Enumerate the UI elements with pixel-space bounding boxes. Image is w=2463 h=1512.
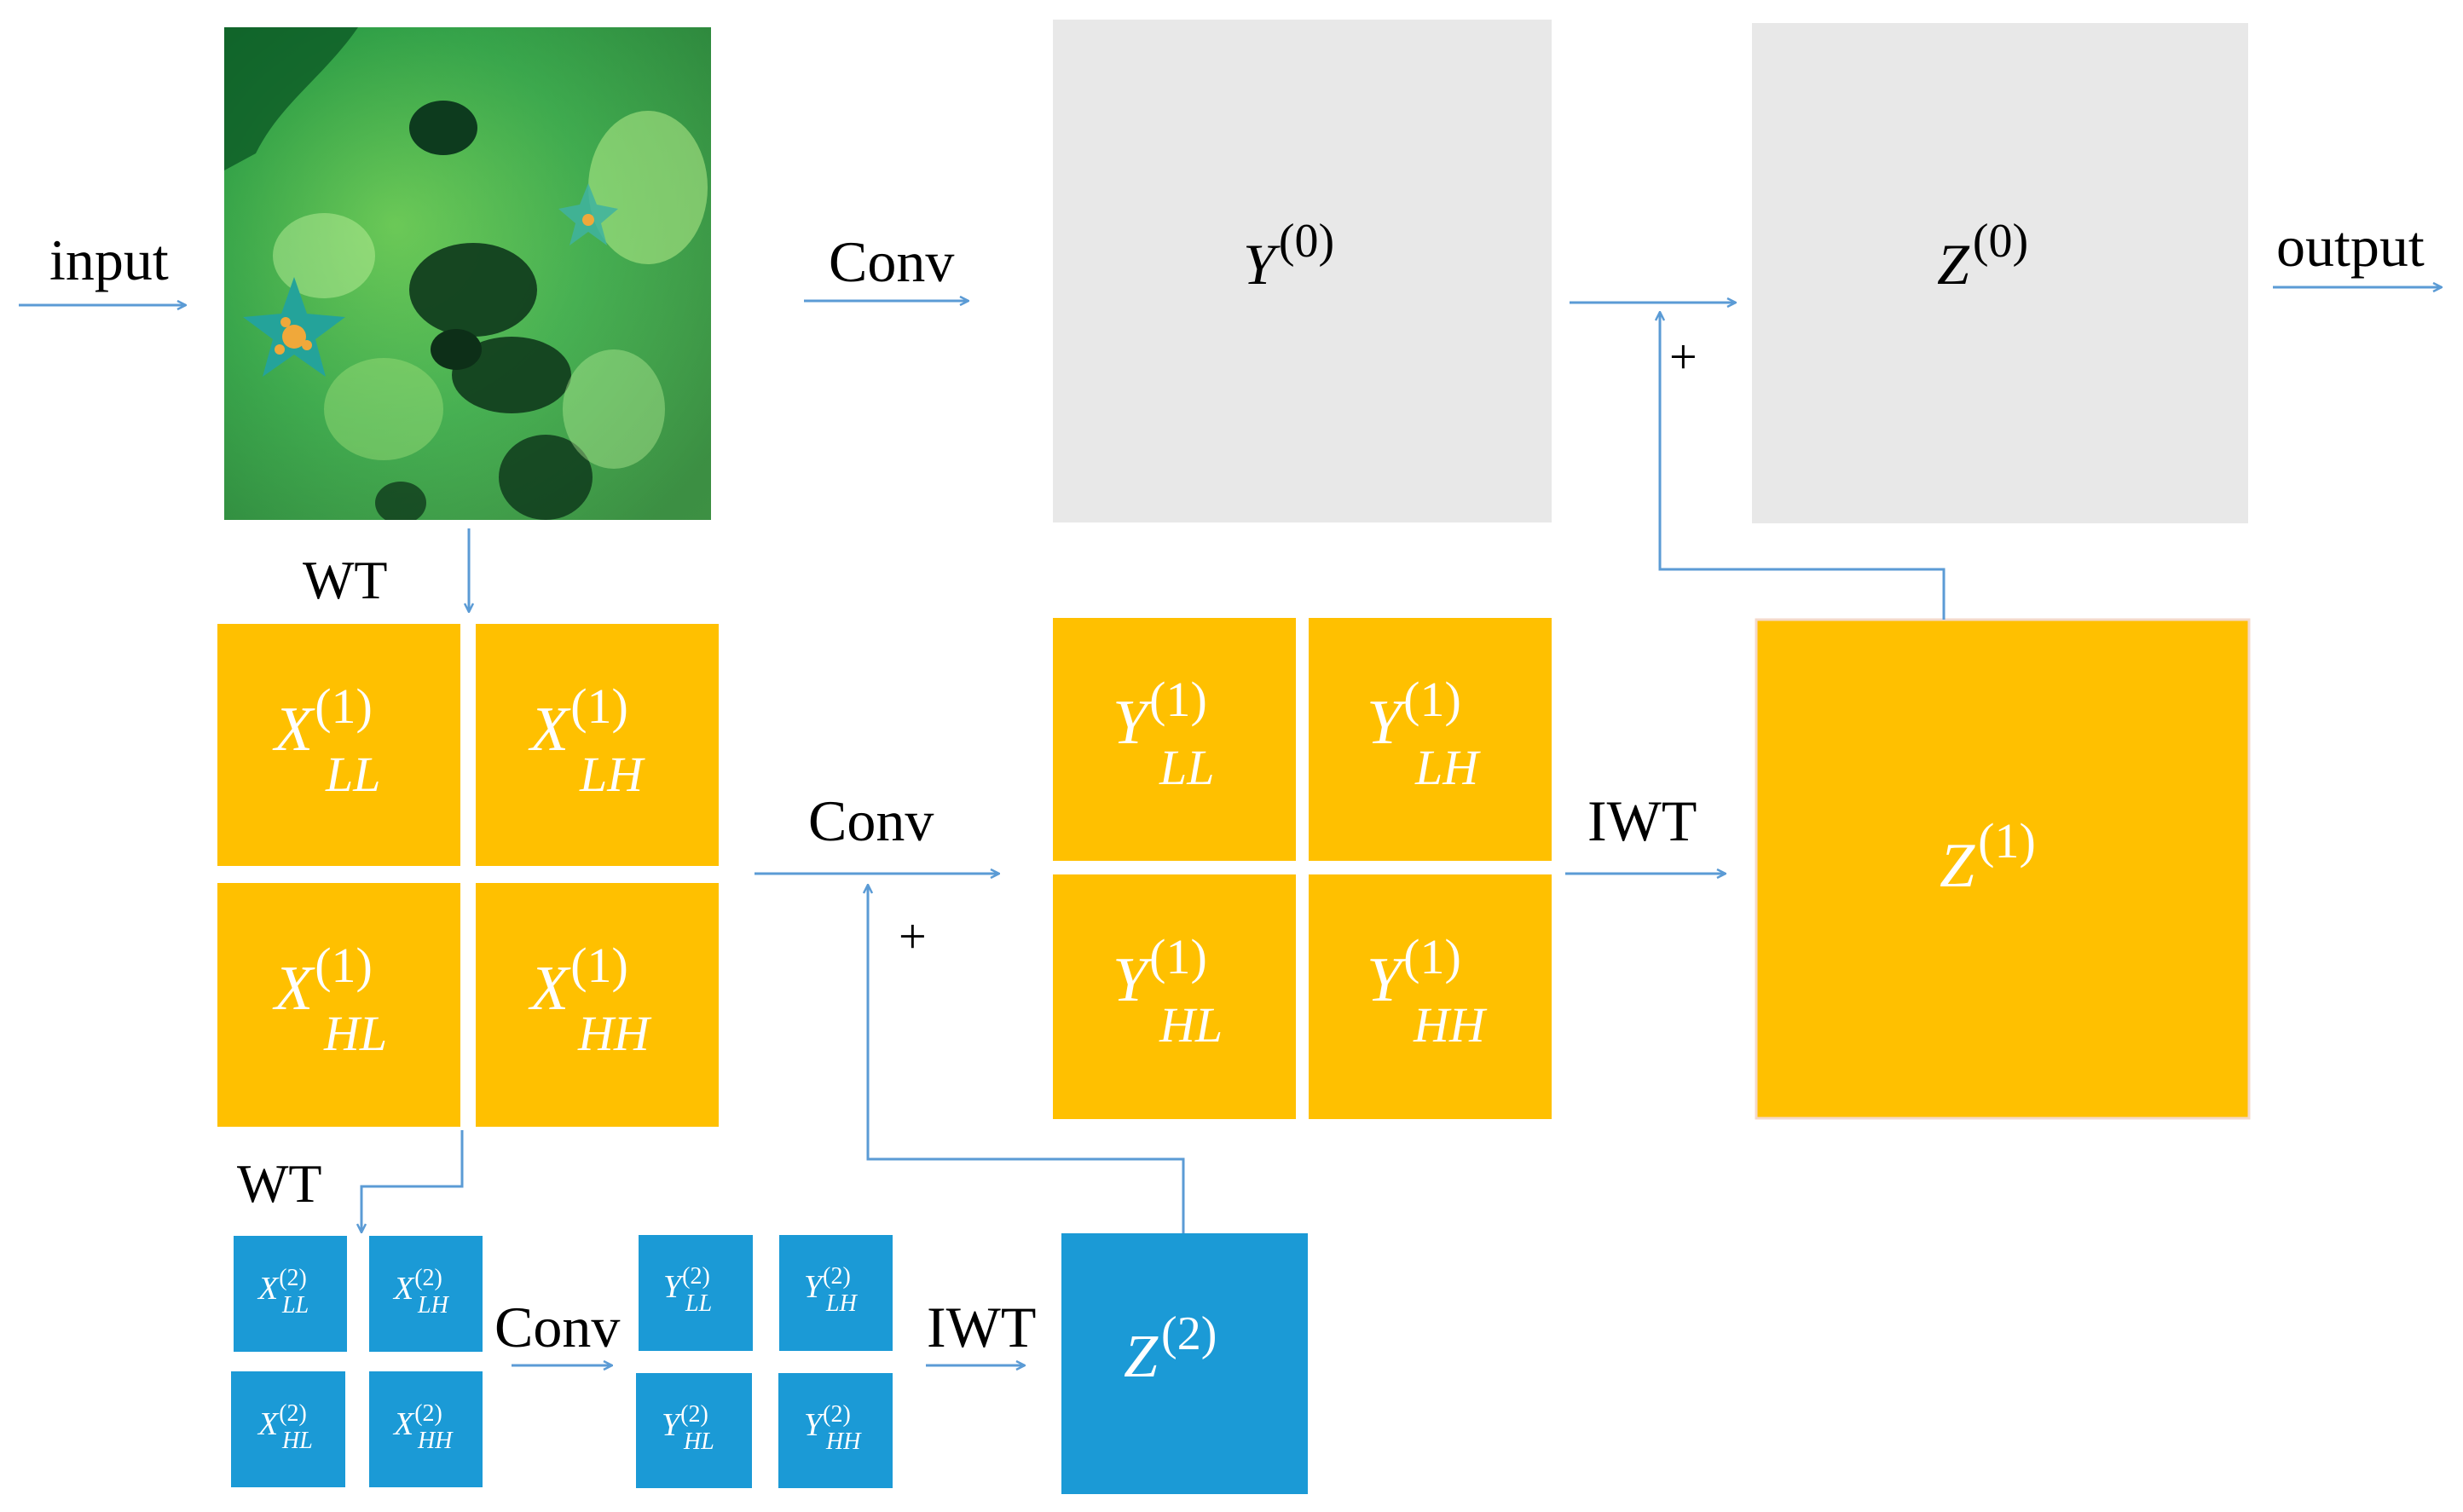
y1-hl-label: Y(1)HL: [1113, 929, 1223, 1053]
iwt2-label: IWT: [927, 1295, 1036, 1359]
x2-grid: X(2)LL X(2)LH X(2)HL X(2)HH: [231, 1236, 483, 1487]
x1-ll-label: X(1)LL: [272, 678, 381, 802]
starfish-right: [558, 183, 618, 245]
y2-hl-label: Y(2)HL: [662, 1401, 714, 1455]
output-label: output: [2276, 214, 2425, 279]
x1-lh-label: X(1)LH: [528, 678, 645, 802]
y1-grid: Y(1)LL Y(1)LH Y(1)HL Y(1)HH: [1053, 618, 1552, 1119]
y2-lh-label: Y(2)LH: [804, 1263, 859, 1317]
iwt1-label: IWT: [1587, 788, 1697, 853]
x1-hh-label: X(1)HH: [528, 938, 652, 1061]
y2-hl-box: [636, 1373, 752, 1488]
z2-skip-arrow: [868, 885, 1185, 1233]
x2-ll-label: X(2)LL: [257, 1265, 309, 1319]
z0-box: [1752, 23, 2248, 523]
y2-hh-label: Y(2)HH: [804, 1401, 862, 1455]
y2-lh-box: [779, 1235, 893, 1351]
y1-ll-label: Y(1)LL: [1113, 672, 1215, 795]
y2-grid: Y(2)LL Y(2)LH Y(2)HL Y(2)HH: [636, 1235, 893, 1488]
input-label: input: [49, 228, 169, 292]
y0-label: Y(0): [1243, 215, 1334, 297]
wt2-arrow: [361, 1130, 464, 1232]
x2-hh-label: X(2)HH: [392, 1400, 454, 1454]
z2-label: Z(2): [1124, 1307, 1217, 1390]
y2-hh-box: [778, 1373, 893, 1488]
input-image: [224, 27, 711, 520]
conv1-label: Conv: [808, 788, 934, 853]
connectors: [19, 287, 2442, 1365]
x1-hl-box: [217, 883, 460, 1127]
y1-ll-box: [1053, 618, 1296, 861]
y1-hh-label: Y(1)HH: [1367, 929, 1488, 1053]
conv0-label: Conv: [829, 229, 954, 294]
y2-ll-box: [639, 1235, 753, 1351]
wt2-label: WT: [237, 1153, 322, 1214]
y1-hl-box: [1053, 874, 1296, 1119]
z1-label: Z(1): [1940, 813, 2036, 901]
starfish-left: [243, 277, 345, 377]
x2-hh-box: [369, 1371, 483, 1487]
y1-lh-label: Y(1)LH: [1367, 672, 1481, 795]
z0-label: Z(0): [1937, 215, 2028, 297]
y1-hh-box: [1309, 874, 1552, 1119]
y1-lh-box: [1309, 618, 1552, 861]
x1-ll-box: [217, 624, 460, 866]
y0-box: [1053, 20, 1552, 522]
x1-hl-label: X(1)HL: [272, 938, 387, 1061]
wt1-label: WT: [303, 550, 388, 610]
x2-hl-box: [231, 1371, 345, 1487]
x2-hl-label: X(2)HL: [257, 1400, 313, 1454]
plus0-label: +: [1669, 329, 1697, 384]
conv2-label: Conv: [494, 1295, 620, 1359]
y2-ll-label: Y(2)LL: [663, 1263, 712, 1317]
z1-skip-arrow: [1660, 312, 1946, 620]
z2-box: [1061, 1233, 1308, 1494]
z1-box: [1755, 618, 2251, 1120]
x1-lh-box: [476, 624, 719, 866]
x2-lh-box: [369, 1236, 483, 1352]
plus1-label: +: [899, 909, 927, 964]
x2-lh-label: X(2)LH: [392, 1265, 450, 1319]
x1-grid: X(1)LL X(1)LH X(1)HL X(1)HH: [217, 624, 719, 1127]
x2-ll-box: [234, 1236, 347, 1352]
x1-hh-box: [476, 883, 719, 1127]
